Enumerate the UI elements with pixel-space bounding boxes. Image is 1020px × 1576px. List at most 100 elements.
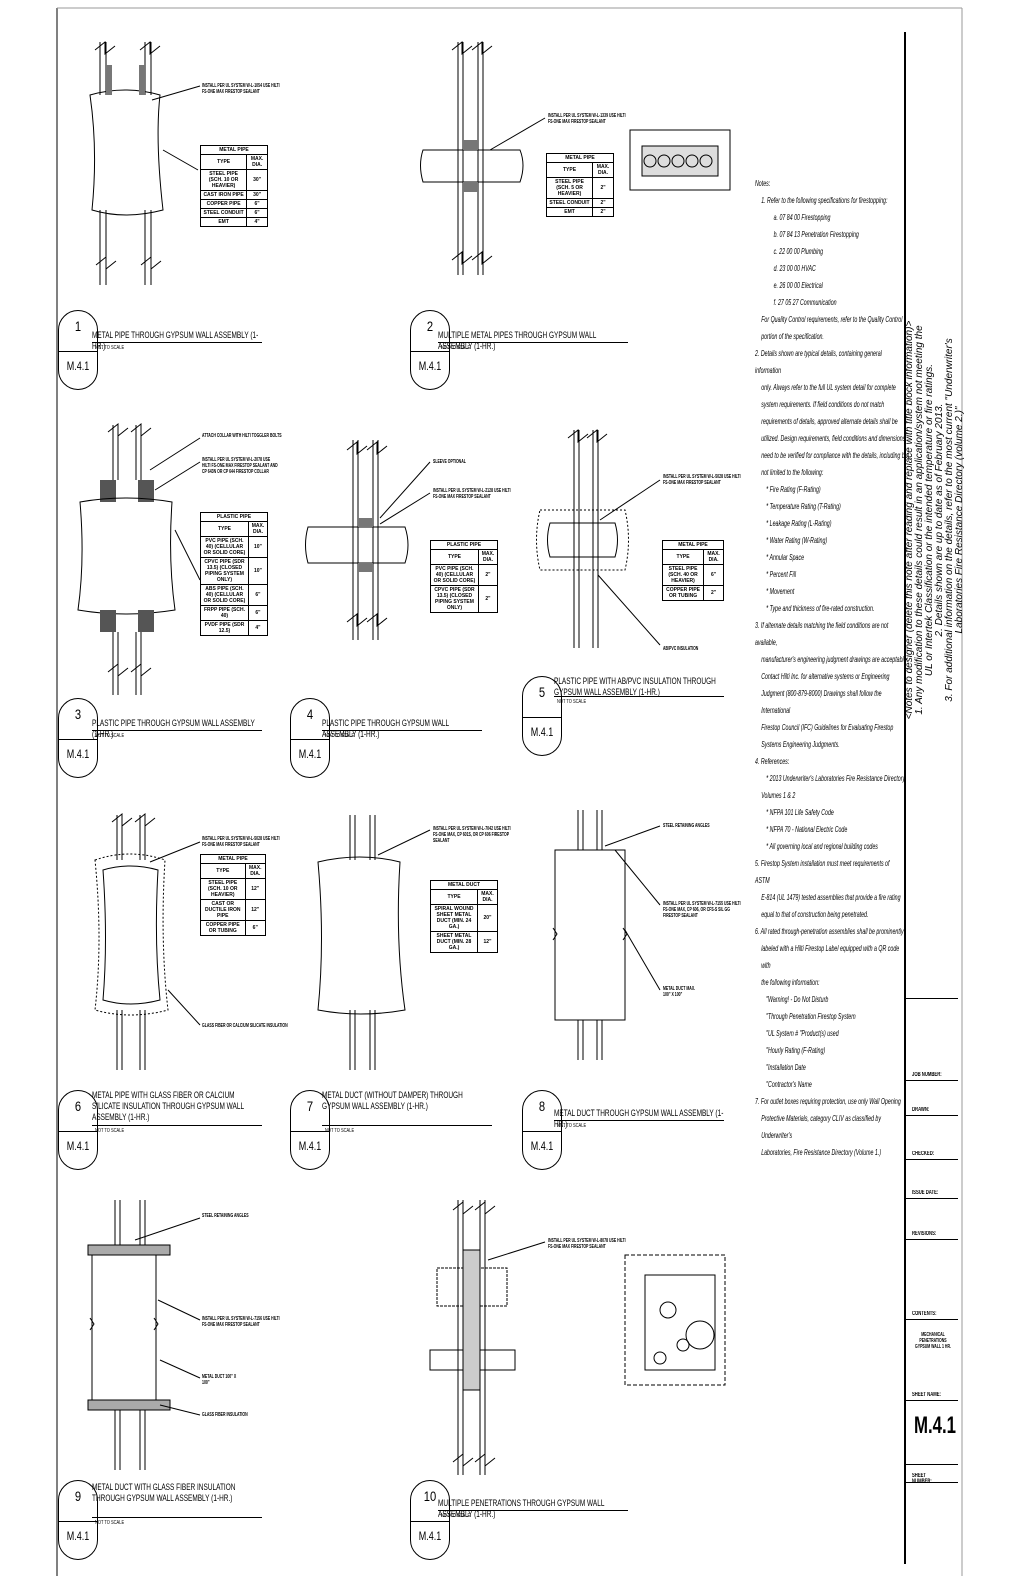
note-line: "Hourly Rating (F-Rating) (766, 1045, 826, 1055)
note-line: 4. References: (755, 756, 790, 766)
revisions-label: REVISIONS: (912, 1231, 937, 1237)
sheet-number-value: M.4.1 (914, 1412, 957, 1439)
sheet-reference: M.4.1 (298, 747, 322, 761)
detail-5-graphic (536, 428, 661, 648)
table-row: PVC PIPE (SCH. 40) (CELLULAR OR SOLID CO… (200, 536, 269, 558)
detail-number: 9 (74, 1488, 82, 1504)
not-to-scale: NOT TO SCALE (95, 733, 125, 739)
table-header: TYPE (429, 889, 479, 905)
note-line: 5. Firestop System installation must mee… (755, 858, 890, 885)
table-cell: PVC PIPE (SCH. 40) (CELLULAR OR SOLID CO… (200, 536, 249, 558)
table-cell: EMT (199, 217, 248, 227)
note-line: 1. Refer to the following specifications… (761, 195, 888, 205)
callout-d2: INSTALL PER UL SYSTEM W-L-1339 USE HILTI… (548, 113, 626, 125)
note-line: 2. Details shown are typical details, co… (755, 348, 882, 375)
detail-4-graphic (305, 440, 431, 640)
table-header: TYPE (545, 162, 594, 178)
detail-9-graphic (87, 1200, 201, 1470)
sheet-reference: M.4.1 (66, 1529, 90, 1543)
not-to-scale: NOT TO SCALE (441, 345, 471, 351)
note-line: * NFPA 101 Life Safety Code (766, 807, 834, 817)
note-line: * NFPA 70 - National Electric Code (766, 824, 848, 834)
not-to-scale: NOT TO SCALE (557, 699, 587, 705)
table-header: TYPE (200, 863, 246, 879)
table-cell: 6" (247, 605, 269, 621)
callout-d1: INSTALL PER UL SYSTEM W-L-1054 USE HILTI… (202, 83, 280, 95)
note-line: For Quality Control requirements, refer … (761, 314, 903, 324)
table-cell: COPPER PIPE (199, 199, 248, 209)
table-cell: CAST OR DUCTILE IRON PIPE (200, 899, 246, 921)
table-row: CPVC PIPE (SDR 13.5) (CLOSED PIPING SYST… (430, 585, 499, 613)
title-block: JOB NUMBER: DRAWN: CHECKED: ISSUE DATE: … (904, 32, 958, 1564)
table-title: METAL PIPE (200, 145, 268, 155)
note-line: "Warning! - Do Not Disturb (766, 994, 829, 1004)
note-line: equal to that of construction being pene… (761, 909, 869, 919)
note-line: portion of the specification. (761, 331, 824, 341)
note-line: need to be verified for compliance with … (761, 450, 910, 460)
table-row: FRPP PIPE (SCH. 40)6" (200, 605, 269, 621)
note-line: * All governing local and regional build… (766, 841, 878, 851)
note-line: c. 22 00 00 Plumbing (773, 246, 824, 256)
note-line: b. 07 84 13 Penetration Firestopping (773, 229, 859, 239)
note-line: system requirements. If field conditions… (761, 399, 885, 409)
table-header: MAX. DIA. (592, 162, 614, 178)
table-cell: STEEL PIPE (SCH. 40 OR HEAVIER) (661, 564, 705, 586)
detail-8-title: METAL DUCT THROUGH GYPSUM WALL ASSEMBLY … (554, 1108, 724, 1129)
issue-date-label: ISSUE DATE: (912, 1190, 939, 1196)
table-row: STEEL PIPE (SCH. 10 OR HEAVIER)30" (199, 169, 268, 191)
detail-7-graphic (317, 815, 431, 1070)
detail-number: 4 (306, 706, 314, 722)
not-to-scale: NOT TO SCALE (441, 1513, 471, 1519)
callout-d3a: ATTACH COLLAR WITH HILTI TOGGLER BOLTS (202, 433, 282, 439)
callout-d4a: SLEEVE OPTIONAL (433, 459, 466, 465)
note-line: * Fire Rating (F-Rating) (766, 484, 821, 494)
detail-drawings (77, 40, 731, 1475)
callout-d4b: INSTALL PER UL SYSTEM W-L-2128 USE HILTI… (433, 488, 511, 500)
callout-d3b: INSTALL PER UL SYSTEM W-L-2078 USE HILTI… (202, 457, 278, 475)
detail-9-title: METAL DUCT WITH GLASS FIBER INSULATION T… (92, 1482, 236, 1503)
note-line: * Temperature Rating (T-Rating) (766, 501, 841, 511)
table-cell: STEEL PIPE (SCH. 10 OR HEAVIER) (199, 169, 248, 191)
table-cell: 10" (247, 536, 269, 558)
table-cell: FRPP PIPE (SCH. 40) (200, 605, 249, 621)
table-cell: 10" (247, 557, 269, 585)
detail-number: 10 (423, 1488, 437, 1504)
callout-d9d: GLASS FIBER INSULATION (202, 1412, 248, 1418)
callout-d7: INSTALL PER UL SYSTEM W-L-7042 USE HILTI… (433, 826, 511, 844)
detail-number: 3 (74, 706, 82, 722)
table-cell: CPVC PIPE (SDR 13.5) (CLOSED PIPING SYST… (200, 557, 249, 585)
pipe-circles (643, 154, 713, 168)
note-line: Notes: (755, 178, 771, 188)
callout-d8c: METAL DUCT MAX. 100" X 100" (663, 986, 696, 998)
sheet-number-label: SHEET NUMBER: (912, 1473, 932, 1485)
table-cell: SHEET METAL DUCT (MIN. 28 GA.) (429, 931, 479, 953)
sheet-reference: M.4.1 (530, 725, 554, 739)
detail-5-title: PLASTIC PIPE WITH AB/PVC INSULATION THRO… (554, 676, 716, 697)
note-line: * Type and thickness of fire-rated const… (766, 603, 875, 613)
table-header: MAX. DIA. (246, 154, 268, 170)
detail-number: 8 (538, 1098, 546, 1114)
table-header: MAX. DIA. (477, 889, 498, 905)
note-line: "Installation Date (766, 1062, 806, 1072)
table-cell: 2" (592, 207, 614, 217)
table-header: TYPE (200, 521, 249, 537)
sheet-reference: M.4.1 (66, 747, 90, 761)
not-to-scale: NOT TO SCALE (325, 1128, 355, 1134)
note-line: d. 23 00 00 HVAC (773, 263, 816, 273)
table-cell: ABS PIPE (SCH. 40) (CELLULAR OR SOLID CO… (200, 584, 249, 606)
not-to-scale: NOT TO SCALE (557, 1123, 587, 1129)
